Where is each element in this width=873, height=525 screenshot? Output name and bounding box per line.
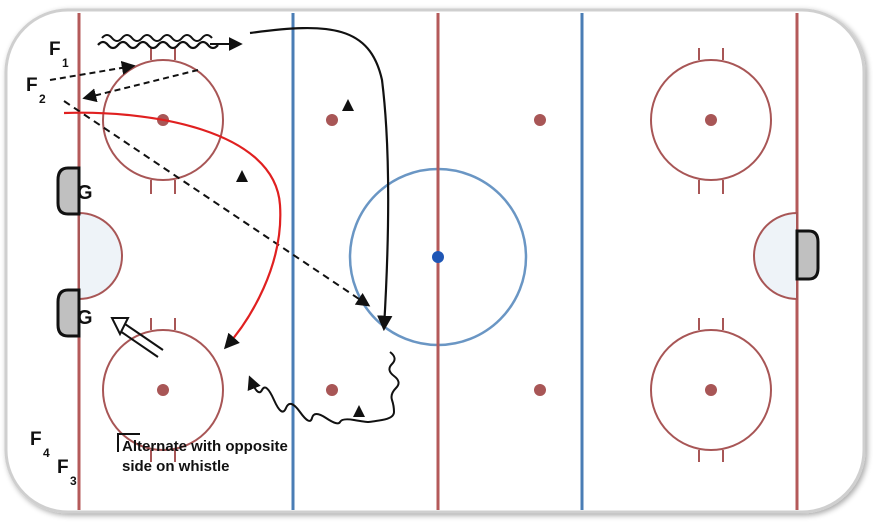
- drill-note-line1: Alternate with opposite: [122, 438, 288, 455]
- pass-f2-to-center: [63, 100, 371, 307]
- player-f1-label: F 1: [49, 39, 69, 70]
- left-top-net: [56, 166, 81, 216]
- left-bottom-faceoff-dot: [157, 384, 169, 396]
- cone-marker-2: [236, 170, 248, 182]
- f1-skate-wavy-path: [97, 40, 219, 50]
- right-bottom-faceoff-circle: [650, 318, 772, 462]
- drill-note-line2: side on whistle: [122, 458, 230, 475]
- neutral-dot-right-top: [534, 114, 546, 126]
- red-skate-path: [63, 111, 282, 350]
- player-f4-label: F 4: [30, 429, 50, 460]
- right-bottom-faceoff-dot: [705, 384, 717, 396]
- neutral-dot-left-bottom: [326, 384, 338, 396]
- right-top-faceoff-circle: [650, 48, 772, 194]
- svg-text:1: 1: [62, 56, 69, 70]
- f1-skate-wavy-path-2: [101, 34, 213, 42]
- goalie-top-label: G: [77, 182, 93, 204]
- goalie-bottom-label: G: [77, 307, 93, 329]
- neutral-dot-left-top: [326, 114, 338, 126]
- f1-skate-loop-path: [249, 26, 393, 332]
- wavy-return-path: [247, 351, 400, 425]
- left-goal-crease: [78, 211, 123, 301]
- svg-text:F: F: [57, 457, 69, 478]
- svg-text:4: 4: [43, 446, 50, 460]
- right-top-faceoff-dot: [705, 114, 717, 126]
- svg-text:F: F: [49, 39, 61, 60]
- svg-text:F: F: [26, 75, 38, 96]
- right-net: [795, 229, 820, 281]
- right-goal-crease: [753, 211, 798, 301]
- center-faceoff-dot: [432, 251, 444, 263]
- player-f2-label: F 2: [26, 75, 46, 106]
- svg-text:2: 2: [39, 92, 46, 106]
- svg-text:F: F: [30, 429, 42, 450]
- left-top-faceoff-circle: [102, 48, 224, 194]
- cone-marker-1: [342, 99, 354, 111]
- left-bottom-net: [56, 288, 81, 338]
- shot-arrow: [110, 317, 164, 358]
- player-f3-label: F 3: [57, 457, 77, 488]
- svg-text:3: 3: [70, 474, 77, 488]
- neutral-dot-right-bottom: [534, 384, 546, 396]
- cone-marker-3: [353, 405, 365, 417]
- left-bottom-faceoff-circle: [102, 318, 224, 462]
- note-bracket: [117, 433, 140, 452]
- pass-f2-to-f1: [49, 60, 136, 81]
